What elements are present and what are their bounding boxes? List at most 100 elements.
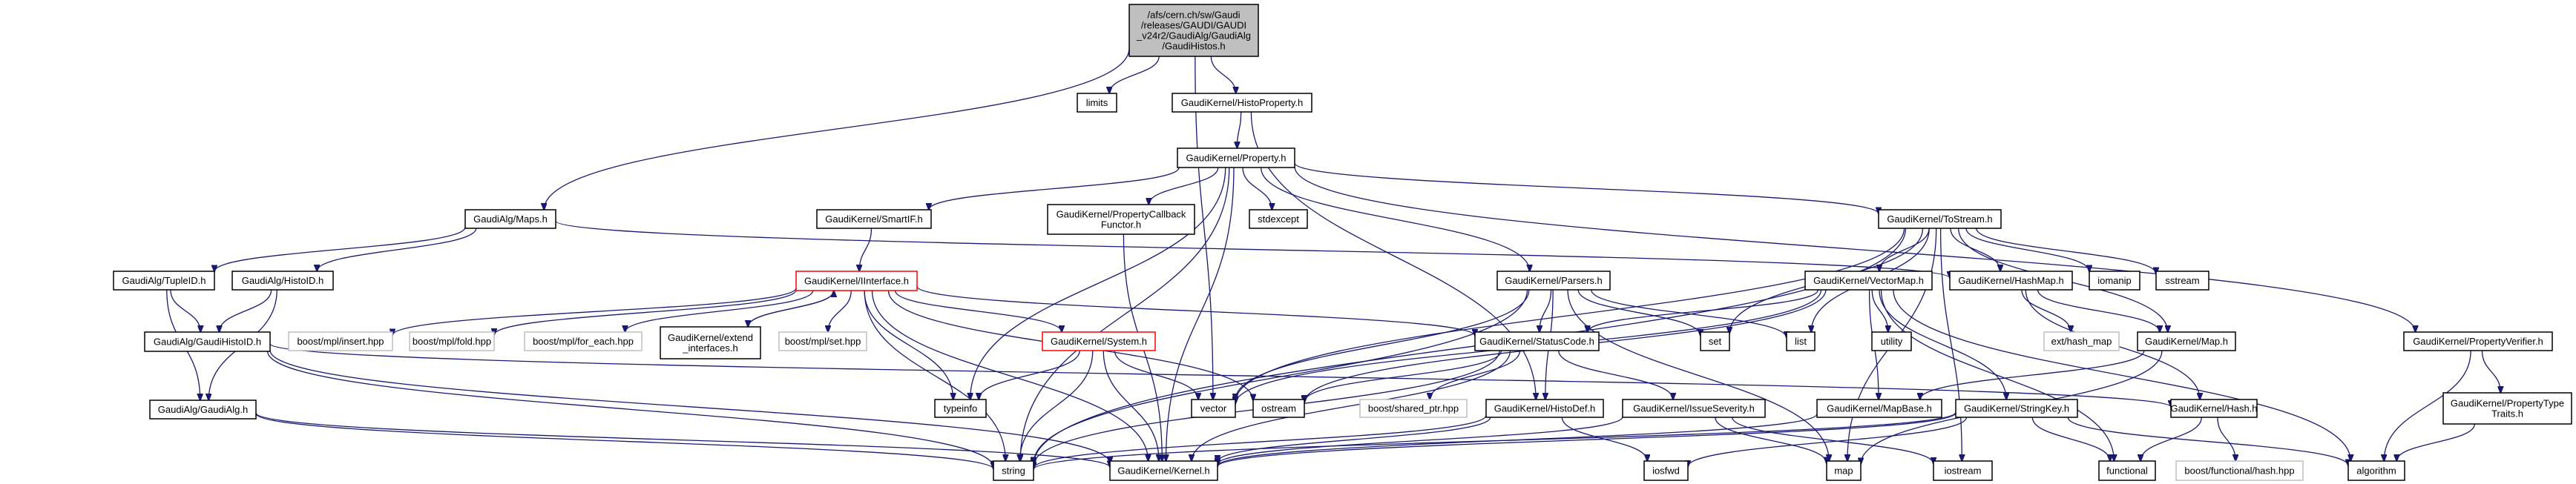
node-box: [1485, 399, 1604, 418]
node-label: utility: [1881, 336, 1903, 347]
edge-extend_interfaces-to-iinterface: [747, 291, 834, 328]
node-label: string: [1002, 465, 1025, 477]
node-system[interactable]: GaudiKernel/System.h: [1042, 331, 1156, 351]
edge-root-to-maps: [544, 48, 1130, 210]
node-algorithm[interactable]: algorithm: [2347, 460, 2405, 481]
edge-stringkey-to-kernel: [1218, 412, 1956, 467]
node-set[interactable]: set: [1700, 331, 1730, 351]
node-box: [149, 400, 257, 420]
node-box: [934, 399, 987, 418]
node-iosfwd[interactable]: iosfwd: [1643, 460, 1689, 481]
edge-tostream-to-vector: [1235, 228, 1905, 402]
edge-tupleid-to-gaudihistoid: [170, 289, 200, 332]
node-box: [1177, 147, 1295, 168]
node-label: GaudiKernel/IInterface.h: [804, 276, 909, 287]
node-box: [2442, 392, 2572, 425]
node-label: /afs/cern.ch/sw/Gaudi: [1148, 10, 1241, 21]
edge-vectormap-to-algorithm: [1893, 289, 2350, 461]
node-label: ostream: [1261, 403, 1296, 414]
edge-issueseverity-to-map: [1715, 417, 1827, 463]
node-smartif[interactable]: GaudiKernel/SmartIF.h: [816, 209, 932, 229]
edge-vectormap-to-statuscode: [1588, 289, 1819, 332]
node-functional[interactable]: functional: [2098, 460, 2156, 481]
node-map[interactable]: map: [1826, 460, 1862, 481]
node-iinterface[interactable]: GaudiKernel/IInterface.h: [795, 271, 918, 291]
node-property[interactable]: GaudiKernel/Property.h: [1177, 147, 1295, 168]
edge-tostream-to-vectormap: [1879, 228, 1930, 271]
node-label: GaudiKernel/PropertyCallback: [1057, 209, 1186, 220]
node-mapheader[interactable]: GaudiKernel/Map.h: [2137, 331, 2236, 351]
node-tupleid[interactable]: GaudiAlg/TupleID.h: [113, 271, 215, 291]
node-root[interactable]: /afs/cern.ch/sw/Gaudi/releases/GAUDI/GAU…: [1128, 4, 1259, 57]
node-box: [993, 460, 1034, 481]
node-label: GaudiKernel/HashMap.h: [1958, 275, 2063, 286]
node-sstream[interactable]: sstream: [2155, 271, 2209, 291]
node-typeinfo[interactable]: typeinfo: [934, 399, 987, 418]
node-shared_ptr[interactable]: boost/shared_ptr.hpp: [1359, 399, 1468, 418]
node-box: [2170, 399, 2258, 418]
node-list[interactable]: list: [1786, 331, 1816, 351]
node-gaudialg[interactable]: GaudiAlg/GaudiAlg.h: [149, 400, 257, 420]
node-gaudihistoid[interactable]: GaudiAlg/GaudiHistoID.h: [144, 331, 271, 352]
edge-stringkey-to-functional: [2031, 417, 2110, 461]
node-kernel[interactable]: GaudiKernel/Kernel.h: [1109, 460, 1218, 481]
node-string[interactable]: string: [993, 460, 1034, 481]
node-box: [2403, 331, 2553, 351]
edge-root-to-limits: [1109, 56, 1160, 93]
node-box: [2089, 271, 2140, 291]
edge-propertyverifier-to-algorithm: [2384, 350, 2471, 461]
edge-iinterface-to-system: [894, 290, 1062, 332]
node-limits[interactable]: limits: [1077, 93, 1117, 113]
node-label: ext/hash_map: [2051, 336, 2112, 347]
node-box: [1191, 399, 1236, 418]
node-hashheader[interactable]: GaudiKernel/Hash.h: [2170, 399, 2258, 418]
node-histoid[interactable]: GaudiAlg/HistoID.h: [231, 271, 334, 291]
edge-parsers-to-statuscode: [1540, 289, 1552, 332]
node-stringkey[interactable]: GaudiKernel/StringKey.h: [1955, 399, 2078, 418]
node-propertyverifier[interactable]: GaudiKernel/PropertyVerifier.h: [2403, 331, 2553, 351]
node-label: vector: [1200, 403, 1227, 414]
edge-iinterface-to-mpl_fold: [494, 289, 797, 335]
node-vector[interactable]: vector: [1191, 399, 1236, 418]
node-box: [2155, 271, 2209, 291]
edge-iinterface-to-mpl_insert: [392, 288, 797, 336]
node-hash_map[interactable]: ext/hash_map: [2043, 331, 2120, 351]
node-mpl_insert[interactable]: boost/mpl/insert.hpp: [288, 331, 393, 351]
node-mpl_set[interactable]: boost/mpl/set.hpp: [778, 331, 867, 351]
node-histodef[interactable]: GaudiKernel/HistoDef.h: [1485, 399, 1604, 418]
edge-gaudihistoid-to-hashheader: [269, 343, 2171, 407]
edge-stringkey-to-algorithm: [2067, 417, 2348, 465]
node-label: GaudiKernel/ToStream.h: [1887, 213, 1992, 225]
node-vectormap[interactable]: GaudiKernel/VectorMap.h: [1804, 271, 1933, 291]
node-iostream[interactable]: iostream: [1933, 460, 1993, 481]
edge-parsers-to-vector: [1235, 289, 1530, 400]
node-box: [1496, 271, 1611, 291]
node-issueseverity[interactable]: GaudiKernel/IssueSeverity.h: [1622, 399, 1766, 418]
node-extend_interfaces[interactable]: GaudiKernel/extend_interfaces.h: [660, 326, 761, 359]
edge-statuscode-to-issueseverity: [1558, 350, 1673, 400]
node-label: iomanip: [2097, 275, 2132, 286]
node-ostream[interactable]: ostream: [1252, 399, 1305, 418]
edge-system-to-kernel: [1103, 350, 1159, 461]
node-tostream[interactable]: GaudiKernel/ToStream.h: [1878, 209, 2002, 229]
node-histoproperty[interactable]: GaudiKernel/HistoProperty.h: [1172, 93, 1312, 113]
node-mapbase[interactable]: GaudiKernel/MapBase.h: [1816, 399, 1942, 418]
edge-property-to-typeinfo: [970, 167, 1226, 400]
node-statuscode[interactable]: GaudiKernel/StatusCode.h: [1474, 331, 1600, 351]
node-boost_functional_hash[interactable]: boost/functional/hash.hpp: [2175, 460, 2304, 481]
node-mpl_for_each[interactable]: boost/mpl/for_each.hpp: [524, 331, 643, 351]
node-box: [795, 271, 918, 291]
node-utility[interactable]: utility: [1871, 331, 1912, 351]
edge-parsers-to-map: [1567, 289, 1829, 461]
node-mpl_fold[interactable]: boost/mpl/fold.hpp: [409, 331, 495, 351]
node-maps[interactable]: GaudiAlg/Maps.h: [464, 209, 556, 229]
node-parsers[interactable]: GaudiKernel/Parsers.h: [1496, 271, 1611, 291]
edge-system-to-typeinfo: [979, 350, 1080, 400]
node-box: [1042, 331, 1156, 351]
node-iomanip[interactable]: iomanip: [2089, 271, 2140, 291]
node-hashmap[interactable]: GaudiKernel/HashMap.h: [1949, 271, 2073, 291]
node-label: limits: [1086, 97, 1108, 108]
node-stdexcept[interactable]: stdexcept: [1249, 209, 1308, 229]
